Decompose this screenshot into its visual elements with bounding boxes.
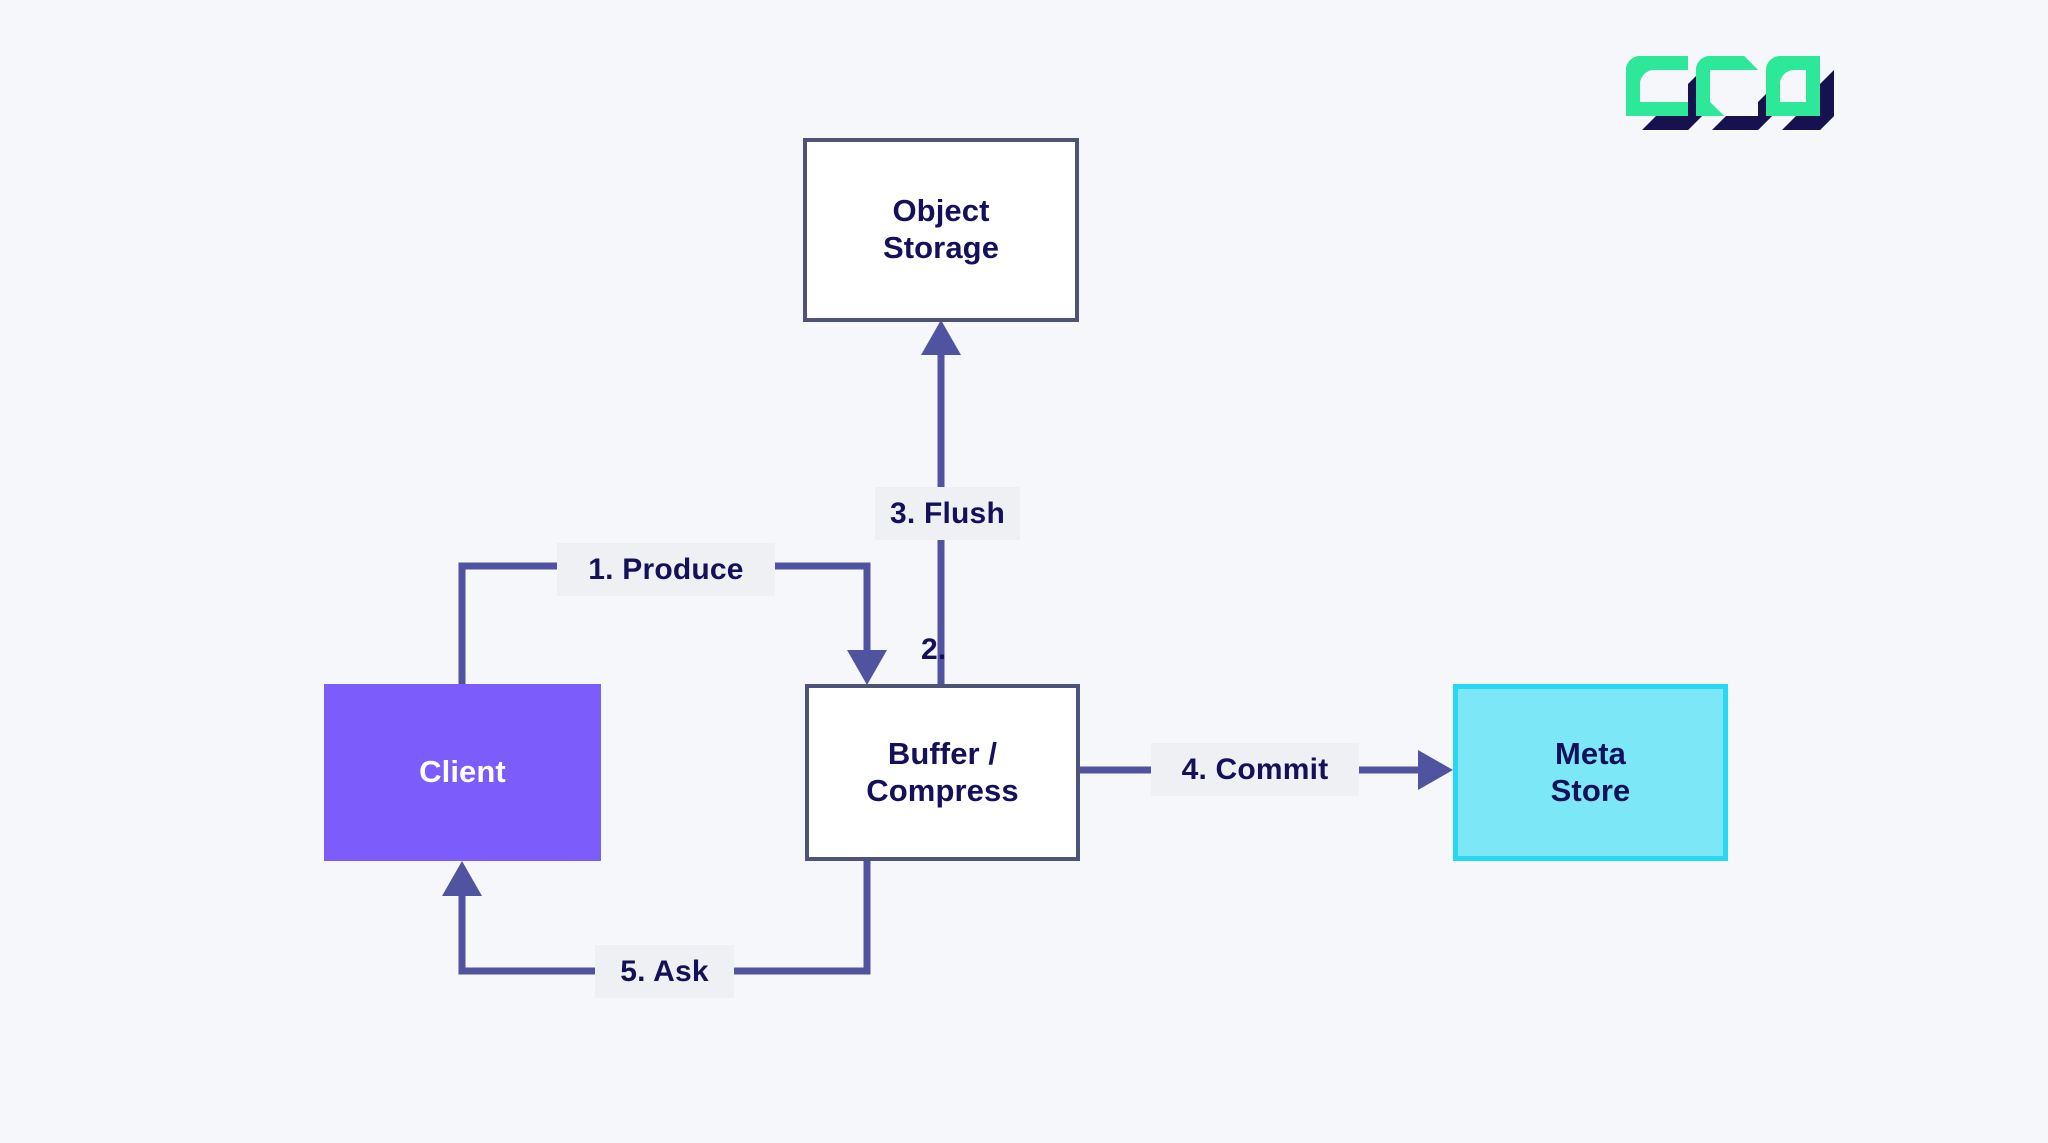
edge-label-produce: 1. Produce [557,543,775,596]
logo-glyph-1 [1626,56,1702,130]
oso-logo-mark [1626,56,1834,130]
oso-logo [1626,56,1834,130]
edge-label-produce-text: 1. Produce [588,552,744,586]
edge-ask-path-left [458,886,595,975]
edge-label-ask: 5. Ask [595,945,734,998]
edge-flush-arrowhead [921,320,961,355]
edge-label-commit-text: 4. Commit [1181,752,1329,786]
edge-ask-path-right [734,861,871,975]
edge-label-flush: 3. Flush [875,487,1020,540]
node-client-label: Client [419,754,506,790]
node-buffer-compress[interactable]: Buffer / Compress [805,684,1080,861]
logo-glyph-2 [1696,56,1772,130]
node-meta-store-label: Meta Store [1550,735,1631,808]
edge-commit-arrowhead [1418,750,1453,790]
edge-label-commit: 4. Commit [1151,743,1359,796]
node-buffer-compress-label: Buffer / Compress [866,735,1019,808]
edge-label-two: 2. [921,629,977,671]
node-object-storage[interactable]: Object Storage [803,138,1079,322]
node-object-storage-label: Object Storage [882,193,1000,265]
logo-glyph-3 [1766,56,1834,130]
edge-ask-arrowhead [442,861,482,896]
node-client[interactable]: Client [324,684,601,861]
node-meta-store[interactable]: Meta Store [1453,684,1728,861]
edge-label-two-text: 2. [921,633,947,666]
edge-produce-arrowhead [847,650,887,685]
edge-label-ask-text: 5. Ask [620,954,709,988]
edge-label-flush-text: 3. Flush [890,496,1005,530]
